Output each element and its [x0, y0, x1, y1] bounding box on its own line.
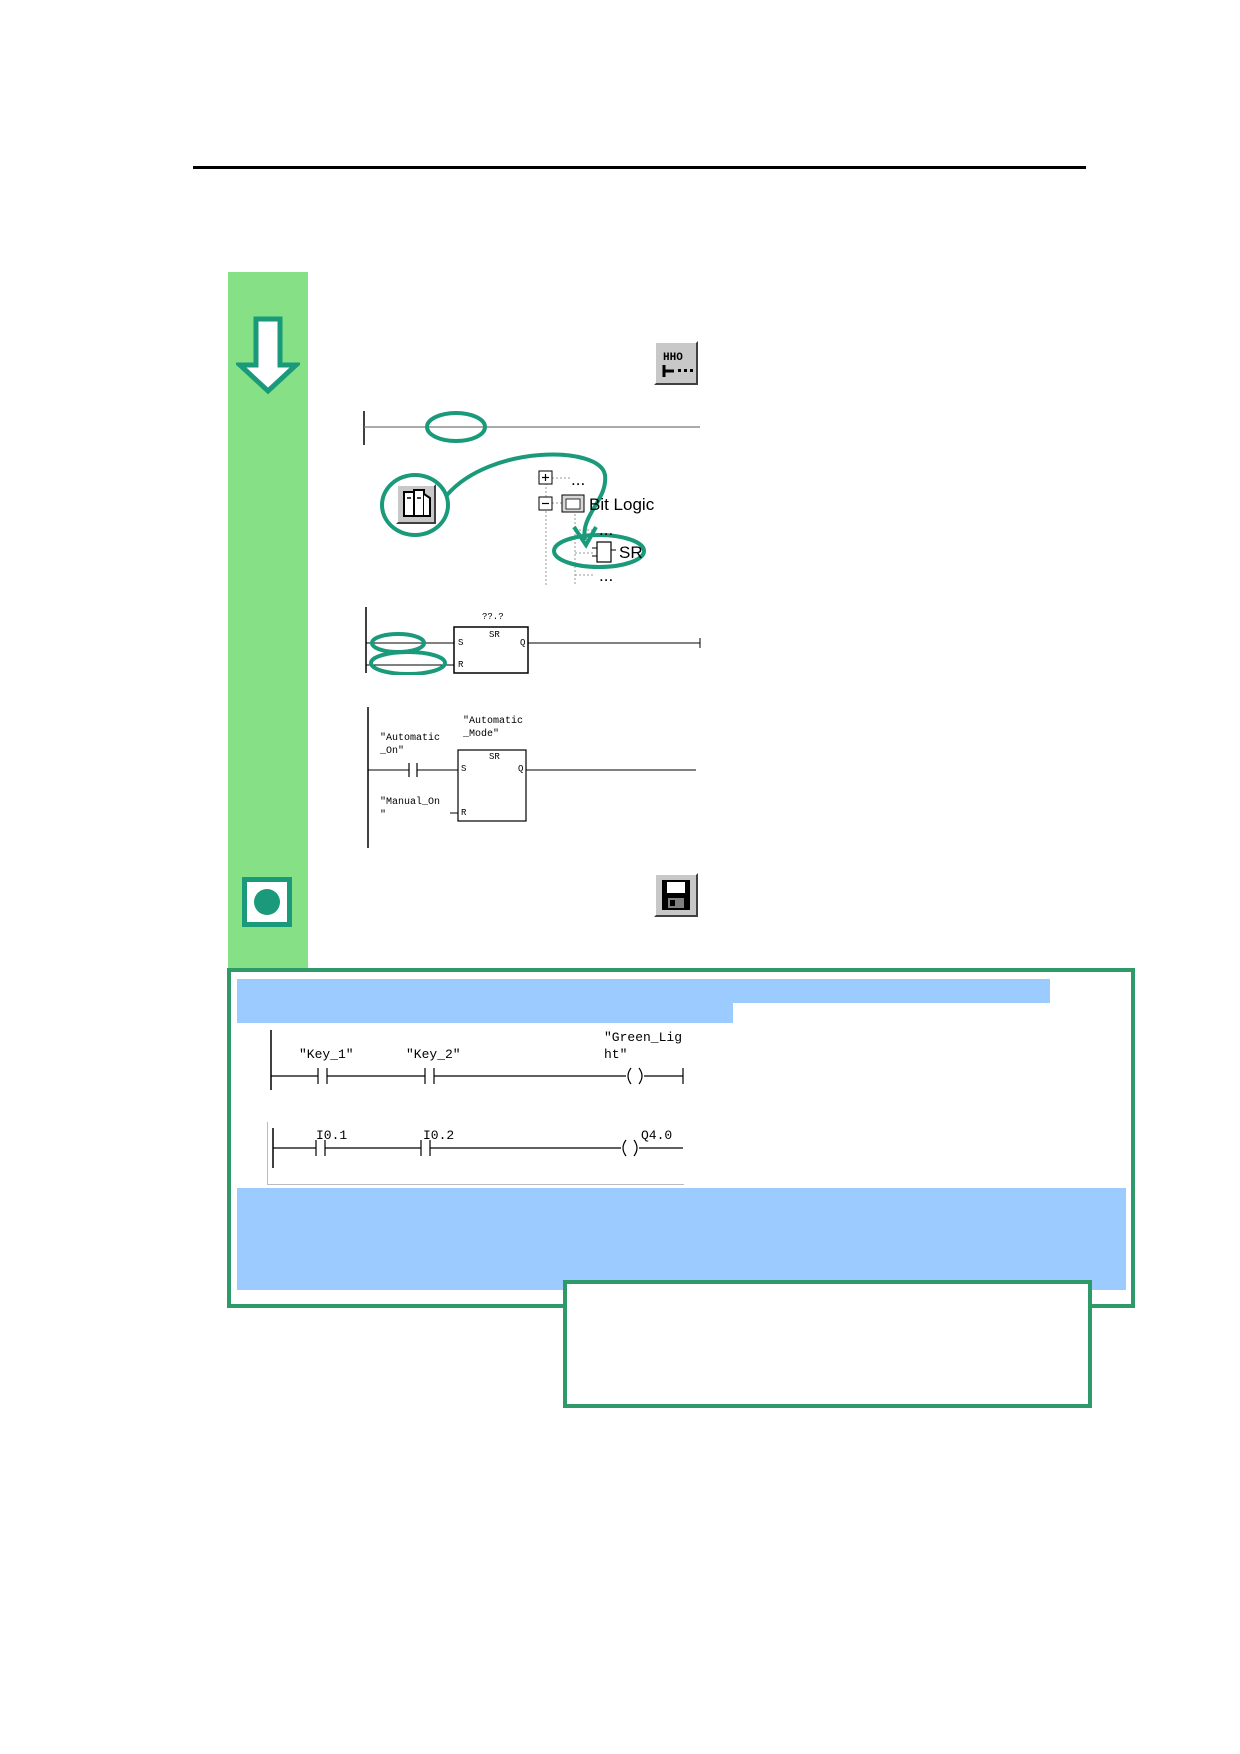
step-end-marker-icon — [242, 877, 292, 927]
down-arrow-icon — [236, 316, 300, 395]
sr-input2-label-1: "Manual_On — [380, 797, 441, 808]
example-info-box: "Key_1" "Key_2" "Green_Lig ht" I0.1 I0.2… — [227, 968, 1135, 1308]
sr-input1-label-2: _On" — [380, 746, 405, 757]
sr-block-title: SR — [489, 630, 500, 640]
insert-element-illustration — [363, 411, 700, 585]
coil-green-light-label-2: ht" — [604, 1047, 628, 1062]
coil-q40-label: Q4.0 — [641, 1128, 673, 1143]
contact-key-2-label: "Key_2" — [406, 1047, 461, 1062]
save-icon[interactable] — [654, 873, 698, 917]
rung-element-toolbar-icon[interactable]: HHO — [654, 341, 698, 385]
sr-block-empty-rung — [365, 607, 701, 675]
contact-i01-label: I0.1 — [316, 1128, 348, 1143]
sr-filled-address-1: "Automatic — [463, 716, 524, 727]
sr-reset-pin: R — [458, 660, 464, 670]
highlight-bar-2 — [237, 1003, 733, 1023]
tree-collapsed-item[interactable]: ... — [571, 470, 586, 489]
sr-filled-address-2: _Mode" — [463, 729, 500, 740]
sr-address-placeholder: ??.? — [482, 612, 504, 622]
symbolic-ladder-rung — [270, 1030, 684, 1090]
page-header-rule — [193, 166, 1086, 169]
note-box — [563, 1280, 1092, 1408]
sr-block-filled-rung — [367, 707, 696, 848]
sr-input1-label-1: "Automatic — [380, 733, 441, 744]
highlight-bar-3 — [237, 1188, 1126, 1290]
contact-key-1-label: "Key_1" — [299, 1047, 354, 1062]
svg-text:HHO: HHO — [663, 352, 683, 364]
highlight-bar-1 — [237, 979, 1050, 1003]
sr-filled-reset-pin: R — [461, 808, 467, 818]
tree-folder-bit-logic[interactable]: Bit Logic — [589, 495, 655, 514]
absolute-ladder-rung — [272, 1128, 683, 1168]
tree-item-sr[interactable]: SR — [619, 543, 643, 562]
program-elements-catalog-icon[interactable] — [396, 484, 436, 524]
tree-more-above: ... — [599, 520, 614, 539]
tree-more-below: ... — [599, 566, 614, 585]
coil-green-light-label-1: "Green_Lig — [604, 1030, 683, 1045]
sr-filled-title: SR — [489, 752, 500, 762]
sr-filled-set-pin: S — [461, 764, 467, 774]
sr-set-pin: S — [458, 638, 464, 648]
sr-filled-output-pin: Q — [518, 764, 524, 774]
sr-input2-label-2: " — [380, 810, 387, 821]
sr-output-pin: Q — [520, 638, 526, 648]
absolute-rung-frame — [267, 1122, 684, 1185]
contact-i02-label: I0.2 — [423, 1128, 455, 1143]
catalog-button-highlight — [380, 473, 450, 537]
